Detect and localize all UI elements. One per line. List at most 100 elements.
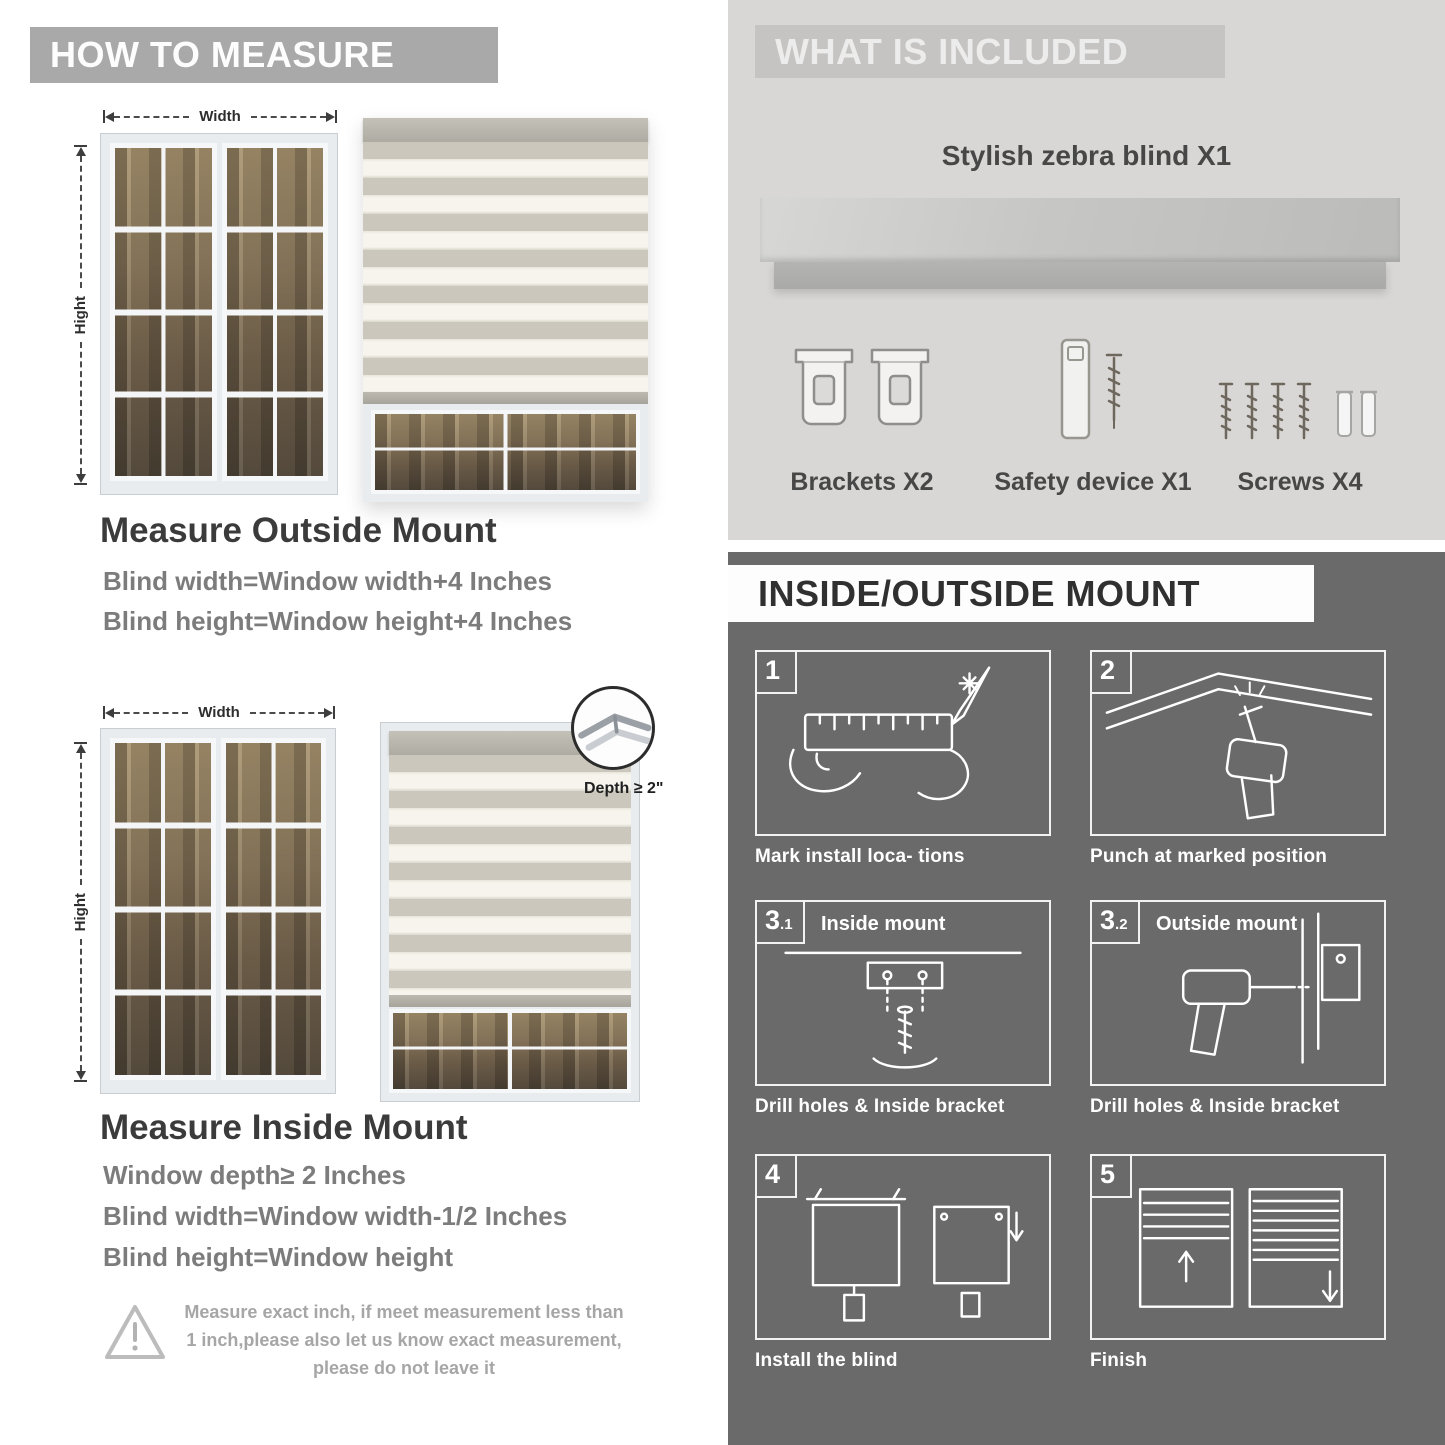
drill-ceiling-illustration (1105, 672, 1373, 820)
window-corner-detail (578, 713, 652, 751)
install-blind-illustration (805, 1188, 1024, 1322)
zebra-blind-inside-figure (380, 722, 640, 1102)
arrow-dashed-line (79, 939, 82, 1072)
arrow-end-cap (74, 483, 87, 486)
arrow-end-cap (333, 706, 336, 719)
window-panes (389, 1009, 631, 1093)
arrow-head-left-icon (105, 111, 114, 122)
window-sash (221, 143, 328, 481)
headrail-illustration (760, 198, 1400, 262)
brackets-icon (794, 348, 930, 426)
headrail-valance (774, 262, 1386, 289)
step-inner-label: Inside mount (821, 913, 946, 935)
step-caption: Drill holes & Inside bracket (1090, 1096, 1340, 1117)
arrow-head-right-icon (326, 111, 336, 122)
brackets-label: Brackets X2 (790, 468, 934, 496)
step-illustration-box: 5 (1090, 1154, 1386, 1340)
measuring-hand-illustration (788, 666, 991, 801)
blind-cassette (363, 118, 648, 142)
blind-stripes (389, 755, 631, 995)
step-number: 2 (1092, 652, 1132, 694)
arrow-head-up-icon (75, 147, 86, 156)
step-caption: Finish (1090, 1350, 1148, 1371)
arrow-dashed-line (114, 115, 190, 118)
height-arrow-outside: Hight (72, 145, 89, 486)
window-sash (110, 143, 217, 481)
screws-icon (1218, 382, 1377, 440)
inside-depth-rule: Window depth≥ 2 Inches (103, 1160, 406, 1190)
step-1-mark: 1 Mark install loca- tions (755, 650, 1051, 868)
warning-icon (105, 1305, 165, 1359)
blind-bottom-rail (389, 995, 631, 1007)
step-number: 1 (757, 652, 797, 694)
arrow-end-cap (103, 706, 105, 719)
arrow-dashed-line (114, 711, 189, 714)
outside-height-formula: Blind height=Window height+4 Inches (103, 606, 573, 636)
zebra-blind-item-label: Stylish zebra blind X1 (941, 140, 1232, 171)
arrow-head-right-icon (324, 707, 334, 718)
step-3-1-inside-mount: 3.1 Inside mount Drill holes & Inside br… (755, 900, 1051, 1118)
step-number: 4 (757, 1156, 797, 1198)
step-inner-label: Outside mount (1156, 913, 1298, 935)
width-label: Width (198, 704, 240, 721)
step-caption: Mark install loca- tions (755, 846, 965, 867)
window-sash (220, 738, 326, 1080)
arrow-end-cap (74, 145, 87, 147)
height-label: Hight (72, 892, 89, 932)
blind-stripes (363, 142, 648, 392)
arrow-dashed-line (79, 753, 82, 885)
window-photo-inside (100, 728, 336, 1094)
arrow-end-cap (335, 110, 338, 123)
arrow-end-cap (103, 110, 105, 123)
safety-device-icon (1060, 338, 1123, 440)
arrow-end-cap (74, 1080, 87, 1083)
arrow-head-down-icon (75, 474, 86, 484)
arrow-end-cap (74, 742, 87, 744)
step-illustration-box: 3.2 Outside mount (1090, 900, 1386, 1086)
mount-header: INSIDE/OUTSIDE MOUNT (728, 565, 1314, 622)
arrow-dashed-line (79, 342, 82, 475)
window-photo-outside (100, 133, 338, 495)
outside-bracket-illustration (1181, 912, 1361, 1064)
arrow-head-up-icon (75, 744, 86, 753)
blind-bottom-rail (363, 392, 648, 404)
height-label: Hight (72, 295, 89, 335)
zebra-blind-outside-figure (363, 118, 648, 502)
arrow-dashed-line (79, 156, 82, 288)
step-caption: Punch at marked position (1090, 846, 1328, 867)
step-number: 3.1 (757, 902, 805, 944)
window-sash (110, 738, 216, 1080)
inside-mount-title: Measure Inside Mount (100, 1108, 468, 1147)
step-4-install: 4 Install the blind (755, 1154, 1051, 1372)
outside-width-formula: Blind width=Window width+4 Inches (103, 566, 552, 596)
arrow-head-left-icon (105, 707, 114, 718)
step-number: 3.2 (1092, 902, 1140, 944)
depth-callout-circle (571, 686, 655, 770)
step-illustration-box: 2 (1090, 650, 1386, 836)
finished-blinds-illustration (1138, 1188, 1343, 1308)
width-arrow-inside: Width (103, 704, 336, 721)
measure-warning-text: Measure exact inch, if meet measurement … (184, 1302, 624, 1378)
step-2-punch: 2 Punch at marked position (1090, 650, 1386, 868)
width-label: Width (199, 108, 241, 125)
what-is-included-header: WHAT IS INCLUDED (755, 25, 1225, 78)
step-3-2-outside-mount: 3.2 Outside mount Drill holes & Inside b… (1090, 900, 1386, 1118)
arrow-head-down-icon (75, 1071, 86, 1081)
step-5-finish: 5 Finish (1090, 1154, 1386, 1372)
how-to-measure-header: HOW TO MEASURE (30, 27, 498, 83)
screws-label: Screws X4 (1237, 468, 1363, 496)
step-illustration-box: 3.1 Inside mount (755, 900, 1051, 1086)
safety-device-label: Safety device X1 (994, 468, 1192, 496)
step-caption: Drill holes & Inside bracket (755, 1096, 1005, 1117)
depth-callout-label: Depth ≥ 2" (584, 780, 664, 797)
arrow-dashed-line (249, 711, 325, 714)
step-number: 5 (1092, 1156, 1132, 1198)
height-arrow-inside: Hight (72, 742, 89, 1083)
arrow-dashed-line (250, 115, 327, 118)
inside-height-formula: Blind height=Window height (103, 1242, 453, 1272)
inside-width-formula: Blind width=Window width-1/2 Inches (103, 1201, 568, 1231)
step-illustration-box: 1 (755, 650, 1051, 836)
window-panes (371, 410, 640, 494)
window-below-blind (363, 404, 648, 502)
